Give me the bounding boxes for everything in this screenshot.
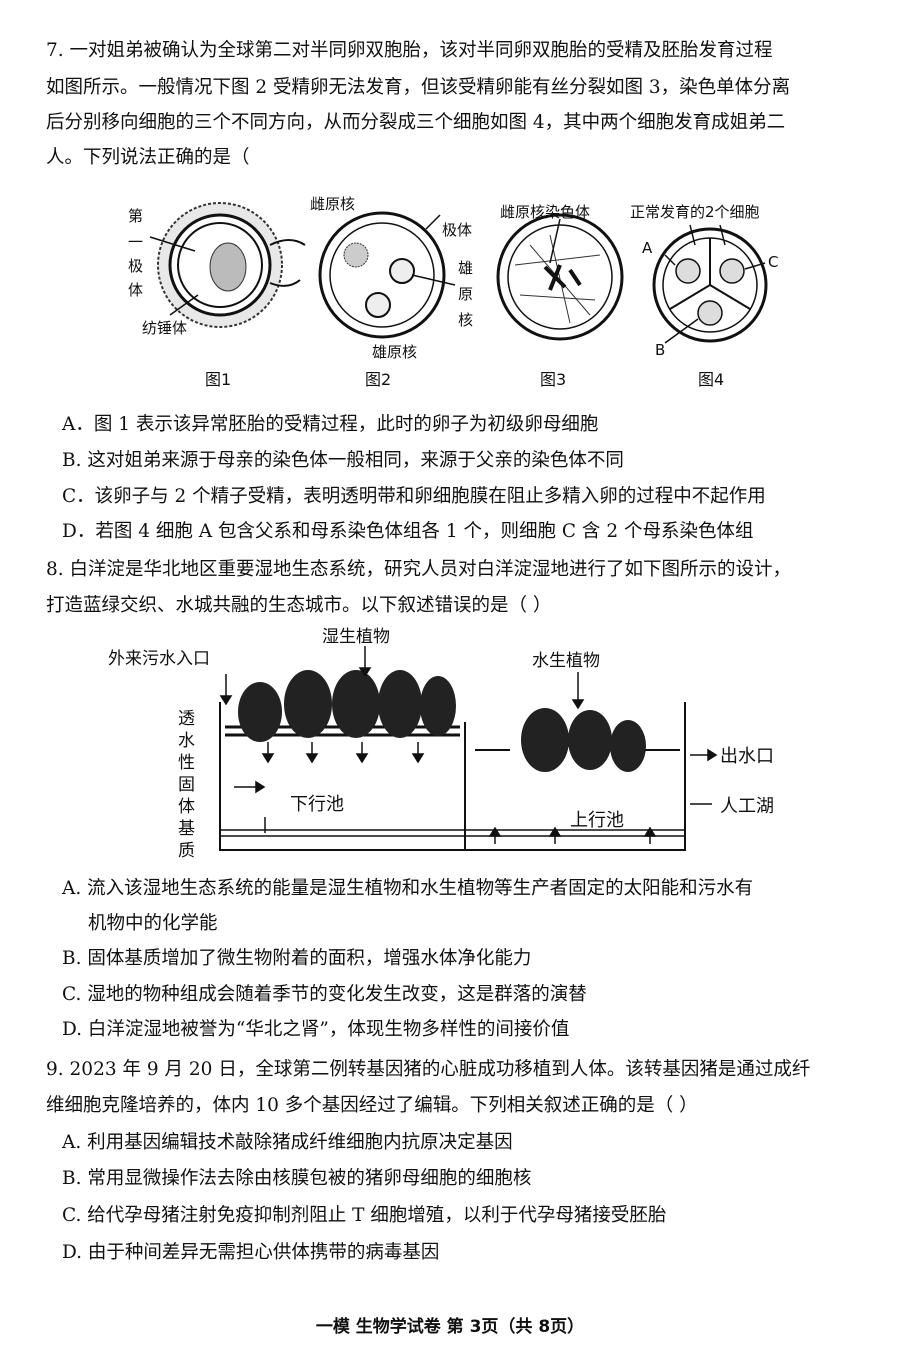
fig1-egg [149,202,306,328]
q7-line-4: 人。下列说法正确的是（ [46,147,250,168]
fig4-caption: 图4 [698,370,724,389]
fig2-caption: 图2 [365,370,391,389]
wetland-label-v7: 质 [178,841,195,861]
q9-line-1: 9. 2023 年 9 月 20 日，全球第二例转基因猪的心脏成功移植到人体。该… [46,1059,811,1080]
fig2-label-male-3: 核 [458,311,473,329]
wetland-label-v6: 基 [178,819,195,839]
q7-line-2: 如图所示。一般情况下图 2 受精卵无法发育，但该受精卵能有丝分裂如图 3，染色单… [46,77,791,98]
q9-option-d: D. 由于种间差异无需担心供体携带的病毒基因 [62,1242,440,1263]
q9-line-2: 维细胞克隆培养的，体内 10 多个基因经过了编辑。下列相关叙述正确的是（ ） [46,1095,698,1116]
wetland-label-v5: 体 [178,797,195,817]
q7-option-b: B. 这对姐弟来源于母亲的染色体一般相同，来源于父亲的染色体不同 [62,450,624,471]
q7-line-3: 后分别移向细胞的三个不同方向，从而分裂成三个细胞如图 4，其中两个细胞发育成姐弟… [46,112,786,133]
fig2-label-male-pronucleus: 雄原核 [372,343,417,361]
wetland-label-v3: 性 [178,753,195,773]
q8-line-1: 8. 白洋淀是华北地区重要湿地生态系统，研究人员对白洋淀湿地进行了如下图所示的设… [46,559,792,580]
fig1-label-2: 一 [128,233,143,251]
fig3-label-chromosomes: 雌原核染色体 [500,203,590,221]
fig2-label-polar-body: 极体 [442,221,472,239]
fig2-label-male-1: 雄 [458,259,473,277]
q8-option-c: C. 湿地的物种组成会随着季节的变化发生改变，这是群落的演替 [62,984,587,1005]
fig2-label-female-pronucleus: 雌原核 [310,195,355,213]
q9-option-c: C. 给代孕母猪注射免疫抑制剂阻止 T 细胞增殖，以利于代孕母猪接受胚胎 [62,1205,667,1226]
q8-option-b: B. 固体基质增加了微生物附着的面积，增强水体净化能力 [62,948,532,969]
fig1-label-3: 极 [128,257,143,275]
fig4-label-a: A [642,239,653,257]
fig4-three-cells [652,224,768,344]
wetland-label-outlet: 出水口 [720,746,774,767]
q7-option-d: D．若图 4 细胞 A 包含父系和母系染色体组各 1 个，则细胞 C 含 2 个… [62,521,754,542]
wetland-plants [238,670,456,742]
fig1-label-spindle: 纺锤体 [142,319,187,337]
wetland-label-inlet: 外来污水入口 [108,649,210,669]
fig2-label-male-2: 原 [458,285,473,303]
fig2-zygote [318,211,456,339]
wetland-label-down-pool: 下行池 [290,794,344,815]
fig3-caption: 图3 [540,370,566,389]
q7-line-1: 7. 一对姐弟被确认为全球第二对半同卵双胞胎，该对半同卵双胞胎的受精及胚胎发育过… [46,40,773,61]
fig3-mitosis [496,213,624,341]
fig1-label-4: 体 [128,281,143,299]
q7-option-c: C．该卵子与 2 个精子受精，表明透明带和卵细胞膜在阻止多精入卵的过程中不起作用 [62,486,766,507]
wetland-label-up-pool: 上行池 [570,810,624,831]
q7-figure: 第 一 极 体 纺锤体 图1 雌原核 极体 雄 原 核 雄原核 图2 雌原核染色… [128,195,778,389]
wetland-label-v4: 固 [178,775,195,795]
wetland-label-v2: 水 [178,731,195,751]
wetland-label-v1: 透 [178,709,195,729]
q9-option-a: A. 利用基因编辑技术敲除猪成纤维细胞内抗原决定基因 [62,1132,513,1153]
wetland-label-aquatic-plants: 水生植物 [532,651,600,671]
fig4-label-b: B [655,341,665,359]
q7-option-a: A．图 1 表示该异常胚胎的受精过程，此时的卵子为初级卵母细胞 [62,414,599,435]
q8-line-2: 打造蓝绿交织、水城共融的生态城市。以下叙述错误的是（ ） [46,595,552,616]
fig4-label-normal-cells: 正常发育的2个细胞 [630,203,760,221]
fig1-caption: 图1 [205,370,231,389]
q8-wetland-figure: 湿生植物 外来污水入口 水生植物 透 水 性 固 体 基 质 下行池 出水口 人… [108,627,774,861]
q8-option-a: A. 流入该湿地生态系统的能量是湿生植物和水生植物等生产者固定的太阳能和污水有 [62,878,754,899]
q8-option-d: D. 白洋淀湿地被誉为“华北之肾”，体现生物多样性的间接价值 [62,1019,570,1040]
q9-option-b: B. 常用显微操作法去除由核膜包被的猪卵母细胞的细胞核 [62,1168,532,1189]
q8-option-a-cont: 机物中的化学能 [88,913,218,934]
fig1-label-1: 第 [128,207,143,225]
aquatic-plants [521,708,646,772]
fig4-label-c: C [768,253,778,271]
wetland-label-artificial-lake: 人工湖 [720,796,774,817]
wetland-label-wet-plants: 湿生植物 [322,627,390,647]
page-footer: 一模 生物学试卷 第 3页（共 8页） [315,1317,585,1337]
